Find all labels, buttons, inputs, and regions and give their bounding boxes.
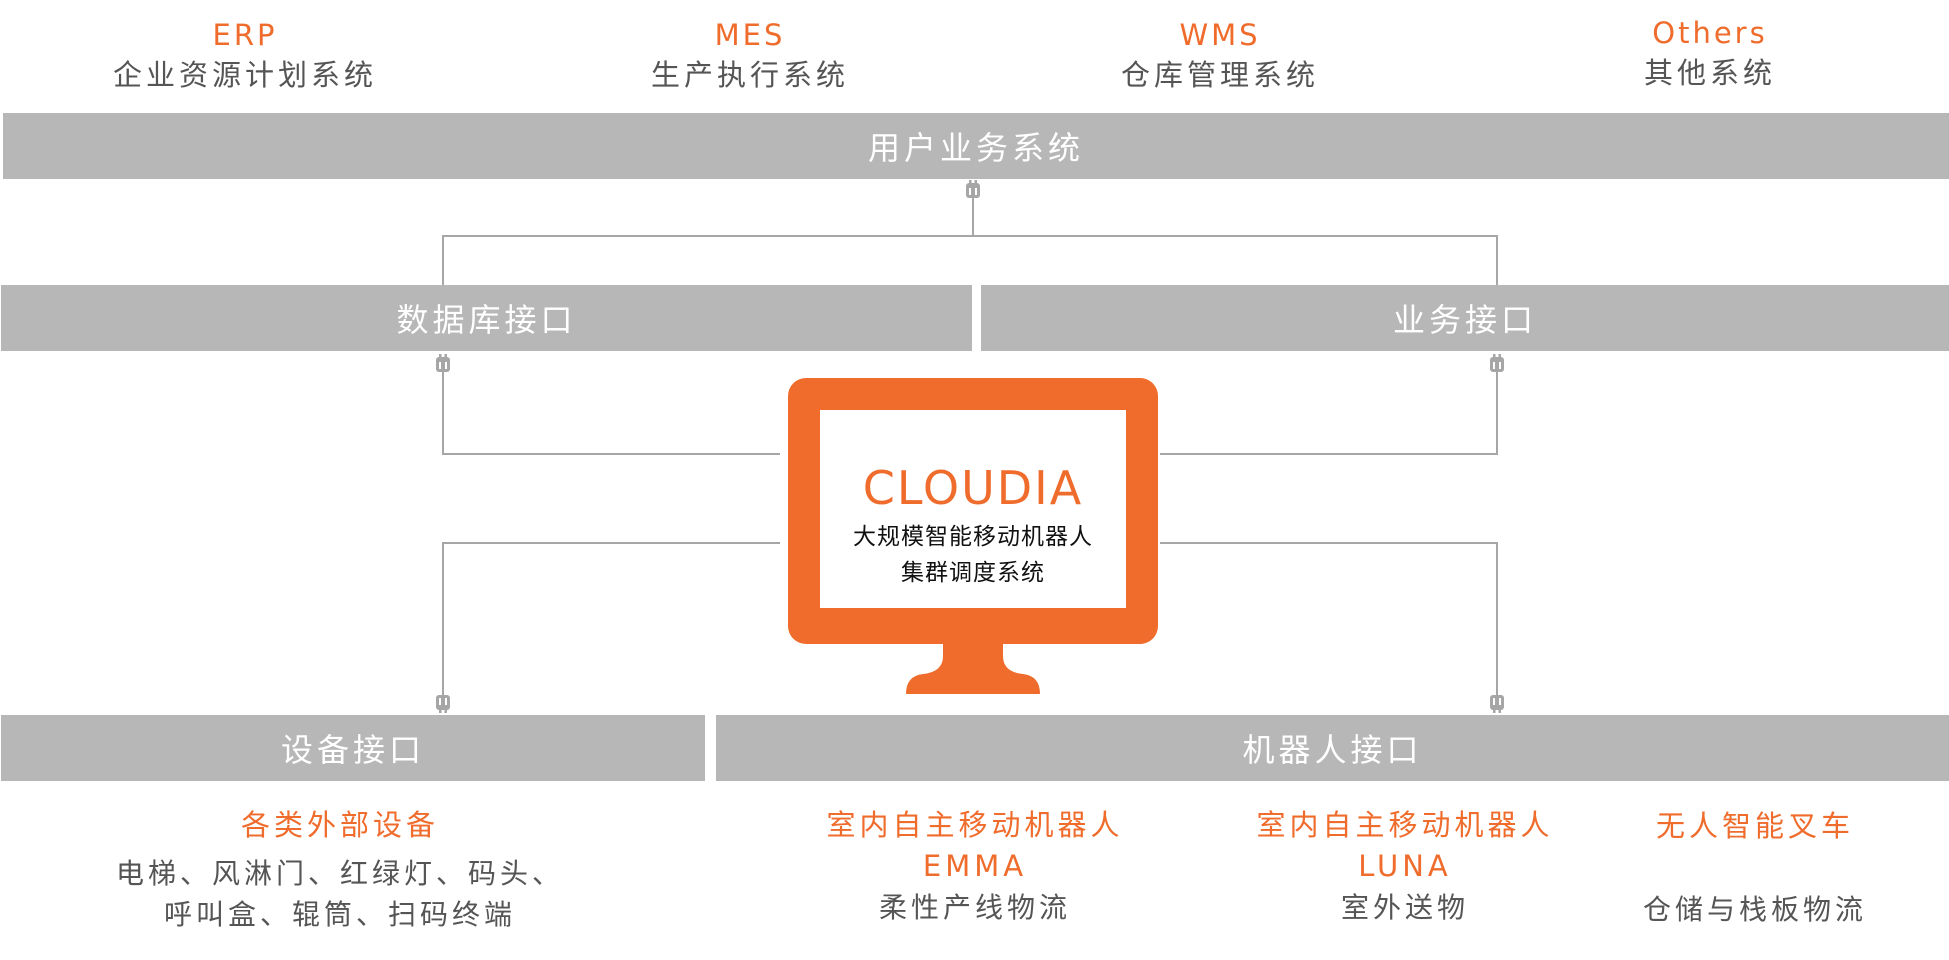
emma-name: EMMA (922, 849, 1028, 883)
monitor-line-1: 大规模智能移动机器人 (853, 524, 1093, 550)
devices-desc-line-2: 呼叫盒、辊筒、扫码终端 (163, 898, 516, 931)
system-erp: ERP 企业资源计划系统 (95, 18, 395, 94)
luna-title: 室内自主移动机器人 (1256, 808, 1554, 842)
forklift-block: 无人智能叉车 仓储与栈板物流 (1600, 805, 1910, 930)
system-others: Others 其他系统 (1560, 16, 1860, 92)
connector-line (442, 542, 780, 544)
system-name: 仓库管理系统 (1120, 58, 1319, 92)
monitor-line-2: 集群调度系统 (901, 560, 1045, 586)
system-code: Others (1652, 16, 1768, 50)
monitor-icon (788, 378, 1158, 694)
emma-title: 室内自主移动机器人 (826, 808, 1124, 842)
emma-block: 室内自主移动机器人 EMMA 柔性产线物流 (800, 805, 1150, 928)
system-code: MES (714, 18, 786, 52)
system-code: WMS (1179, 18, 1261, 52)
system-mes: MES 生产执行系统 (600, 18, 900, 94)
forklift-desc: 仓储与栈板物流 (1642, 893, 1867, 926)
connector-line (442, 453, 780, 455)
connector-line (442, 235, 1498, 237)
connector-line (1496, 380, 1498, 455)
system-name: 其他系统 (1643, 56, 1776, 90)
monitor-screen-content: CLOUDIA 大规模智能移动机器人 集群调度系统 (820, 458, 1126, 590)
system-code: ERP (212, 18, 278, 52)
plug-connector-icon (436, 687, 450, 713)
luna-block: 室内自主移动机器人 LUNA 室外送物 (1230, 805, 1580, 928)
devices-block: 各类外部设备 电梯、风淋门、红绿灯、码头、 呼叫盒、辊筒、扫码终端 (90, 805, 590, 935)
connector-line (1496, 235, 1498, 285)
devices-title: 各类外部设备 (240, 808, 439, 842)
connector-line (1496, 542, 1498, 687)
database-interface-bar: 数据库接口 (1, 285, 972, 351)
connector-line (972, 205, 974, 236)
user-system-bar: 用户业务系统 (3, 113, 1949, 179)
robot-interface-bar: 机器人接口 (716, 715, 1949, 781)
connector-line (1160, 453, 1498, 455)
business-interface-label: 业务接口 (1392, 301, 1537, 339)
robot-interface-label: 机器人接口 (1242, 731, 1423, 769)
connector-line (442, 380, 444, 455)
brand-title: CLOUDIA (862, 461, 1084, 515)
plug-connector-icon (1490, 354, 1504, 380)
devices-desc-line-1: 电梯、风淋门、红绿灯、码头、 (115, 857, 564, 890)
system-wms: WMS 仓库管理系统 (1070, 18, 1370, 94)
business-interface-bar: 业务接口 (981, 285, 1949, 351)
connector-line (442, 235, 444, 285)
forklift-title: 无人智能叉车 (1655, 809, 1854, 843)
device-interface-bar: 设备接口 (1, 715, 705, 781)
system-name: 生产执行系统 (650, 58, 849, 92)
connector-line (1160, 542, 1498, 544)
plug-connector-icon (966, 180, 980, 206)
luna-desc: 室外送物 (1340, 891, 1469, 924)
connector-line (442, 542, 444, 687)
user-system-label: 用户业务系统 (867, 129, 1084, 167)
emma-desc: 柔性产线物流 (878, 891, 1071, 924)
database-interface-label: 数据库接口 (396, 301, 577, 339)
luna-name: LUNA (1358, 849, 1452, 883)
plug-connector-icon (436, 354, 450, 380)
device-interface-label: 设备接口 (280, 731, 425, 769)
system-name: 企业资源计划系统 (112, 58, 377, 92)
plug-connector-icon (1490, 687, 1504, 713)
